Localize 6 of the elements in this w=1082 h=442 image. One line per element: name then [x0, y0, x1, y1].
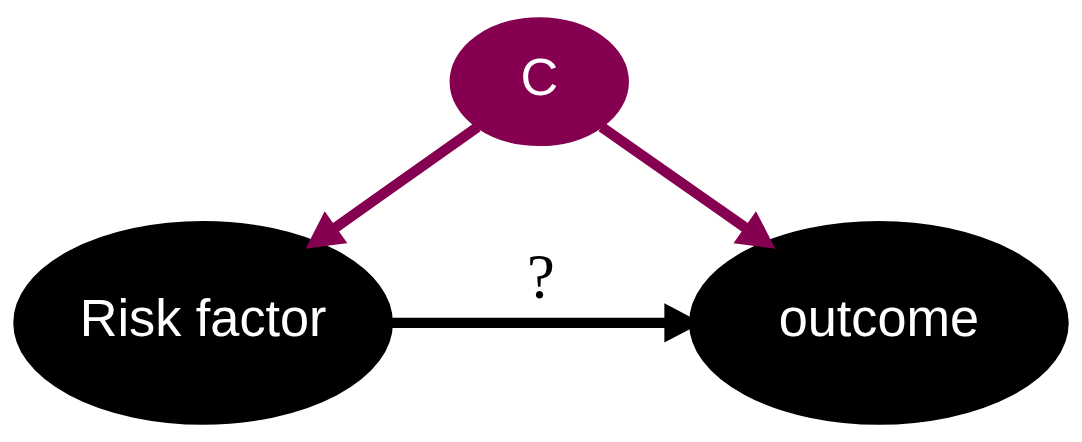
arrow [305, 122, 481, 249]
node-ellipse: C [449, 17, 629, 147]
arrow [598, 122, 776, 249]
node-ellipse: outcome [689, 221, 1069, 425]
node-ellipse: Risk factor [13, 221, 393, 425]
edge-label: ? [527, 242, 555, 313]
